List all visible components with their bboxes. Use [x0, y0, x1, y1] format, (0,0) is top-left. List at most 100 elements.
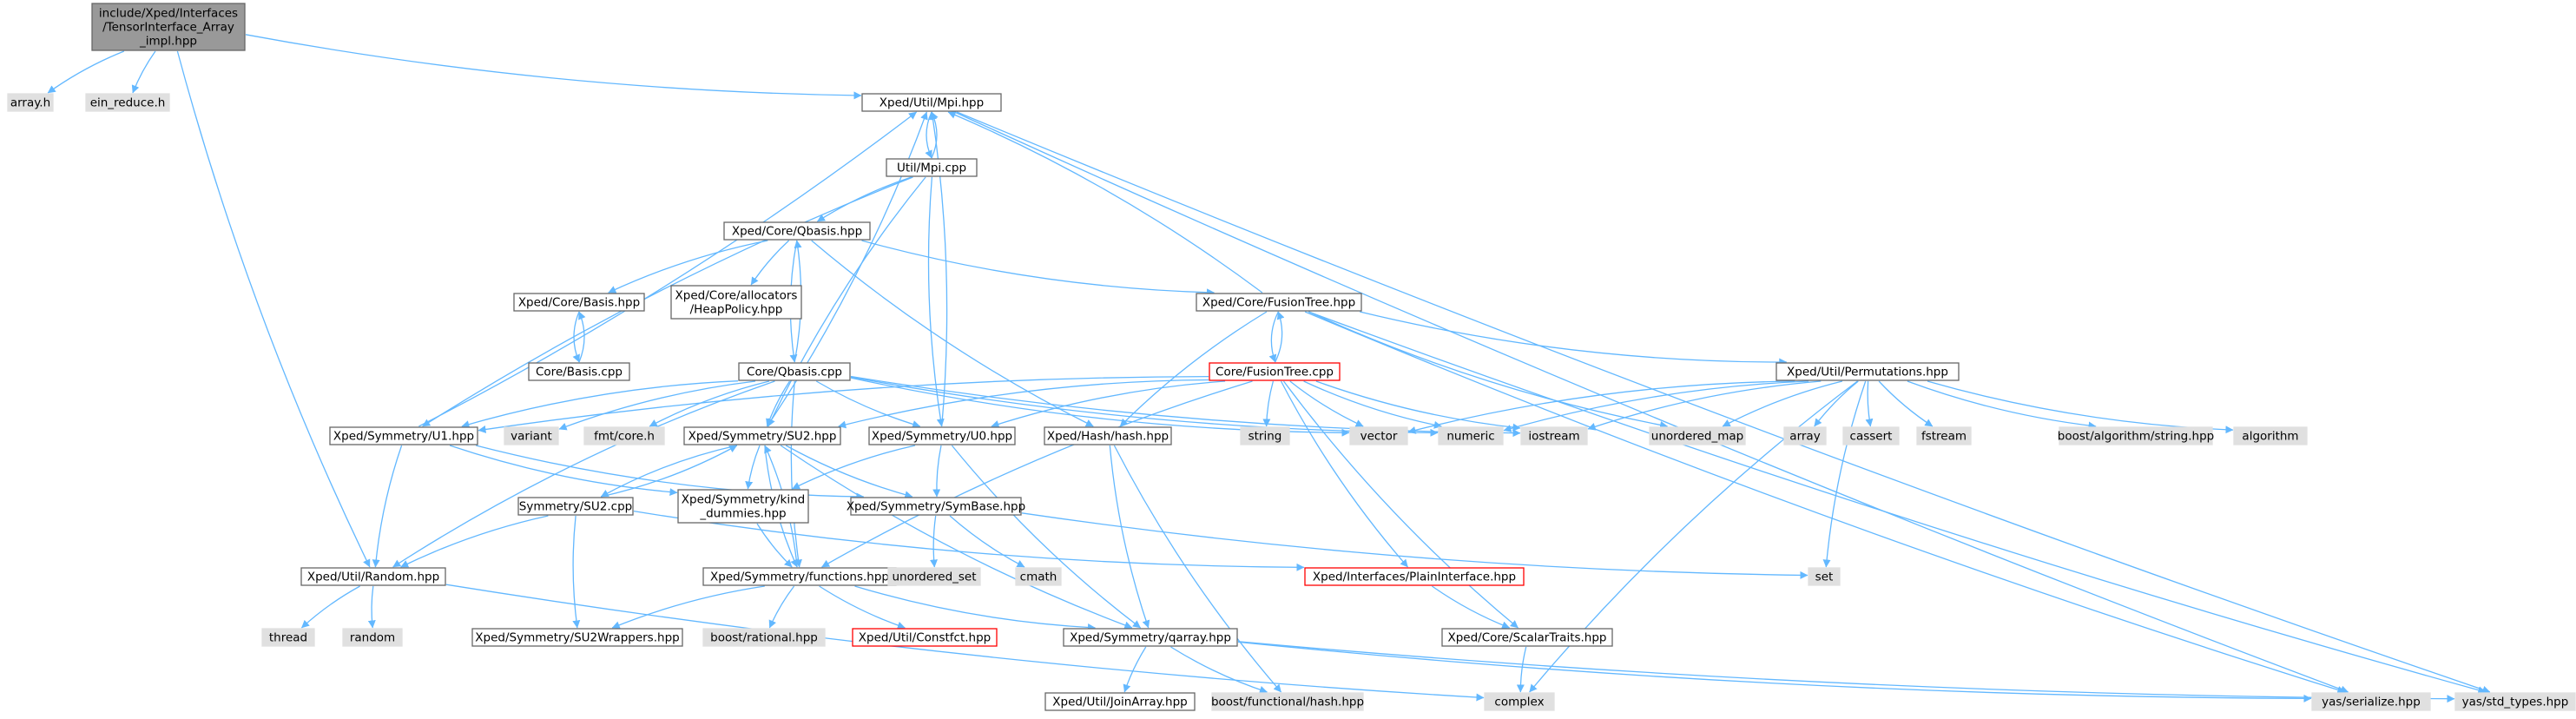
node-label: variant — [511, 430, 552, 444]
edge-su2_cpp-to-su2wrappers — [572, 515, 581, 629]
node-label: unordered_map — [1651, 430, 1743, 444]
node-boost-hash[interactable]: boost/functional/hash.hpp — [1211, 692, 1364, 711]
edge-fusiontree_cpp-to-plain_interface — [1280, 380, 1408, 568]
edge-qbasis_cpp-to-u0 — [815, 380, 921, 428]
node-mpi-cpp[interactable]: Util/Mpi.cpp — [886, 158, 978, 177]
edge-permutations-to-cassert — [1865, 380, 1874, 427]
node-mpi-hpp[interactable]: Xped/Util/Mpi.hpp — [861, 93, 1002, 112]
edge-hash-to-boost_hash — [1113, 445, 1282, 693]
edge-fusiontree_hpp-to-mpi_hpp — [947, 111, 1263, 294]
node-su2-cpp[interactable]: Symmetry/SU2.cpp — [517, 497, 634, 516]
edge-fusiontree_hpp-to-hash — [1119, 311, 1268, 427]
edge-symbase-to-set — [1021, 512, 1808, 579]
node-fusiontree-hpp[interactable]: Xped/Core/FusionTree.hpp — [1196, 293, 1362, 312]
node-vector[interactable]: vector — [1349, 426, 1408, 445]
node-fmt-core[interactable]: fmt/core.h — [583, 426, 665, 445]
node-box — [1063, 628, 1238, 647]
node-root[interactable]: include/Xped/Interfaces/TensorInterface_… — [91, 3, 246, 51]
node-label: cassert — [1850, 430, 1893, 444]
node-cassert[interactable]: cassert — [1842, 426, 1900, 445]
node-boost-rational[interactable]: boost/rational.hpp — [702, 628, 826, 647]
node-array[interactable]: array — [1783, 426, 1827, 445]
edge-fusiontree_cpp-to-numeric — [1303, 380, 1442, 429]
node-label: Xped/Core/FusionTree.hpp — [1202, 296, 1355, 310]
node-yas-std-types[interactable]: yas/std_types.hpp — [2454, 692, 2576, 711]
edge-permutations-to-vector — [1407, 380, 1795, 434]
node-random-std[interactable]: random — [342, 628, 403, 647]
node-box — [517, 497, 634, 516]
node-symbase[interactable]: Xped/Symmetry/SymBase.hpp — [847, 497, 1025, 516]
node-yas-serialize[interactable]: yas/serialize.hpp — [2311, 692, 2431, 711]
node-box — [1808, 567, 1841, 586]
node-su2[interactable]: Xped/Symmetry/SU2.hpp — [683, 426, 841, 445]
node-box — [7, 93, 54, 112]
node-box — [1916, 426, 1972, 445]
node-permutations[interactable]: Xped/Util/Permutations.hpp — [1776, 362, 1960, 381]
node-string[interactable]: string — [1240, 426, 1290, 445]
node-label: Xped/Symmetry/SU2.hpp — [688, 430, 837, 444]
node-ein-reduce[interactable]: ein_reduce.h — [85, 93, 170, 112]
edge-su2-to-mpi_hpp — [767, 111, 928, 427]
node-scalartraits[interactable]: Xped/Core/ScalarTraits.hpp — [1441, 628, 1613, 647]
node-label: /HeapPolicy.hpp — [690, 303, 783, 317]
node-label: Xped/Symmetry/SymBase.hpp — [847, 500, 1025, 514]
node-box — [1209, 362, 1341, 381]
node-label: yas/serialize.hpp — [2322, 696, 2421, 709]
edge-mpi_cpp-to-qbasis_hpp — [817, 176, 912, 222]
node-complex[interactable]: complex — [1484, 692, 1555, 711]
node-array-h[interactable]: array.h — [7, 93, 54, 112]
node-label: fstream — [1921, 430, 1967, 444]
dependency-edges — [47, 34, 2491, 703]
node-label: cmath — [1020, 571, 1057, 584]
node-box — [1441, 628, 1613, 647]
node-unordered-map[interactable]: unordered_map — [1649, 426, 1746, 445]
node-box — [1349, 426, 1408, 445]
node-numeric[interactable]: numeric — [1438, 426, 1504, 445]
node-qbasis-cpp[interactable]: Core/Qbasis.cpp — [738, 362, 851, 381]
node-random[interactable]: Xped/Util/Random.hpp — [300, 567, 446, 586]
node-hash[interactable]: Xped/Hash/hash.hpp — [1044, 426, 1172, 445]
node-cmath[interactable]: cmath — [1015, 567, 1062, 586]
node-label: thread — [269, 631, 307, 645]
node-label: Xped/Symmetry/SU2Wrappers.hpp — [475, 631, 679, 645]
node-iostream[interactable]: iostream — [1520, 426, 1588, 445]
node-basis-cpp[interactable]: Core/Basis.cpp — [528, 362, 630, 381]
node-label: Core/Basis.cpp — [536, 366, 623, 379]
edge-qarray-to-yas_serialize — [1237, 641, 2312, 703]
node-boost-string[interactable]: boost/algorithm/string.hpp — [2058, 426, 2214, 445]
edge-permutations-to-boost_string — [1907, 380, 2097, 430]
node-plain-interface[interactable]: Xped/Interfaces/PlainInterface.hpp — [1304, 567, 1525, 586]
edge-functions-to-boost_rational — [768, 585, 795, 629]
node-box — [1015, 567, 1062, 586]
node-box — [342, 628, 403, 647]
node-box — [329, 426, 478, 445]
node-qbasis-hpp[interactable]: Xped/Core/Qbasis.hpp — [723, 221, 871, 241]
node-u1[interactable]: Xped/Symmetry/U1.hpp — [329, 426, 478, 445]
node-constfct[interactable]: Xped/Util/Constfct.hpp — [852, 628, 998, 647]
node-variant[interactable]: variant — [504, 426, 559, 445]
node-u0[interactable]: Xped/Symmetry/U0.hpp — [868, 426, 1016, 445]
node-qarray[interactable]: Xped/Symmetry/qarray.hpp — [1063, 628, 1238, 647]
edge-fusiontree_cpp-to-su2 — [838, 379, 1209, 429]
node-kind-dummies[interactable]: Xped/Symmetry/kind_dummies.hpp — [677, 489, 809, 524]
node-label: ein_reduce.h — [90, 96, 166, 110]
node-heap-policy[interactable]: Xped/Core/allocators/HeapPolicy.hpp — [670, 285, 802, 320]
node-label: iostream — [1528, 430, 1579, 444]
node-basis-hpp[interactable]: Xped/Core/Basis.hpp — [513, 293, 645, 312]
node-fstream[interactable]: fstream — [1916, 426, 1972, 445]
node-box — [1649, 426, 1746, 445]
node-joinarray[interactable]: Xped/Util/JoinArray.hpp — [1044, 692, 1196, 711]
node-su2wrappers[interactable]: Xped/Symmetry/SU2Wrappers.hpp — [471, 628, 683, 647]
node-fusiontree-cpp[interactable]: Core/FusionTree.cpp — [1209, 362, 1341, 381]
node-box — [1196, 293, 1362, 312]
node-box — [513, 293, 645, 312]
node-box — [852, 628, 998, 647]
node-thread[interactable]: thread — [261, 628, 315, 647]
node-algorithm[interactable]: algorithm — [2233, 426, 2308, 445]
node-label: Xped/Core/Qbasis.hpp — [732, 225, 862, 239]
node-unordered-set[interactable]: unordered_set — [887, 567, 981, 586]
node-functions[interactable]: Xped/Symmetry/functions.hpp — [702, 567, 897, 586]
node-label: Xped/Util/Mpi.hpp — [880, 96, 984, 110]
node-set[interactable]: set — [1808, 567, 1841, 586]
